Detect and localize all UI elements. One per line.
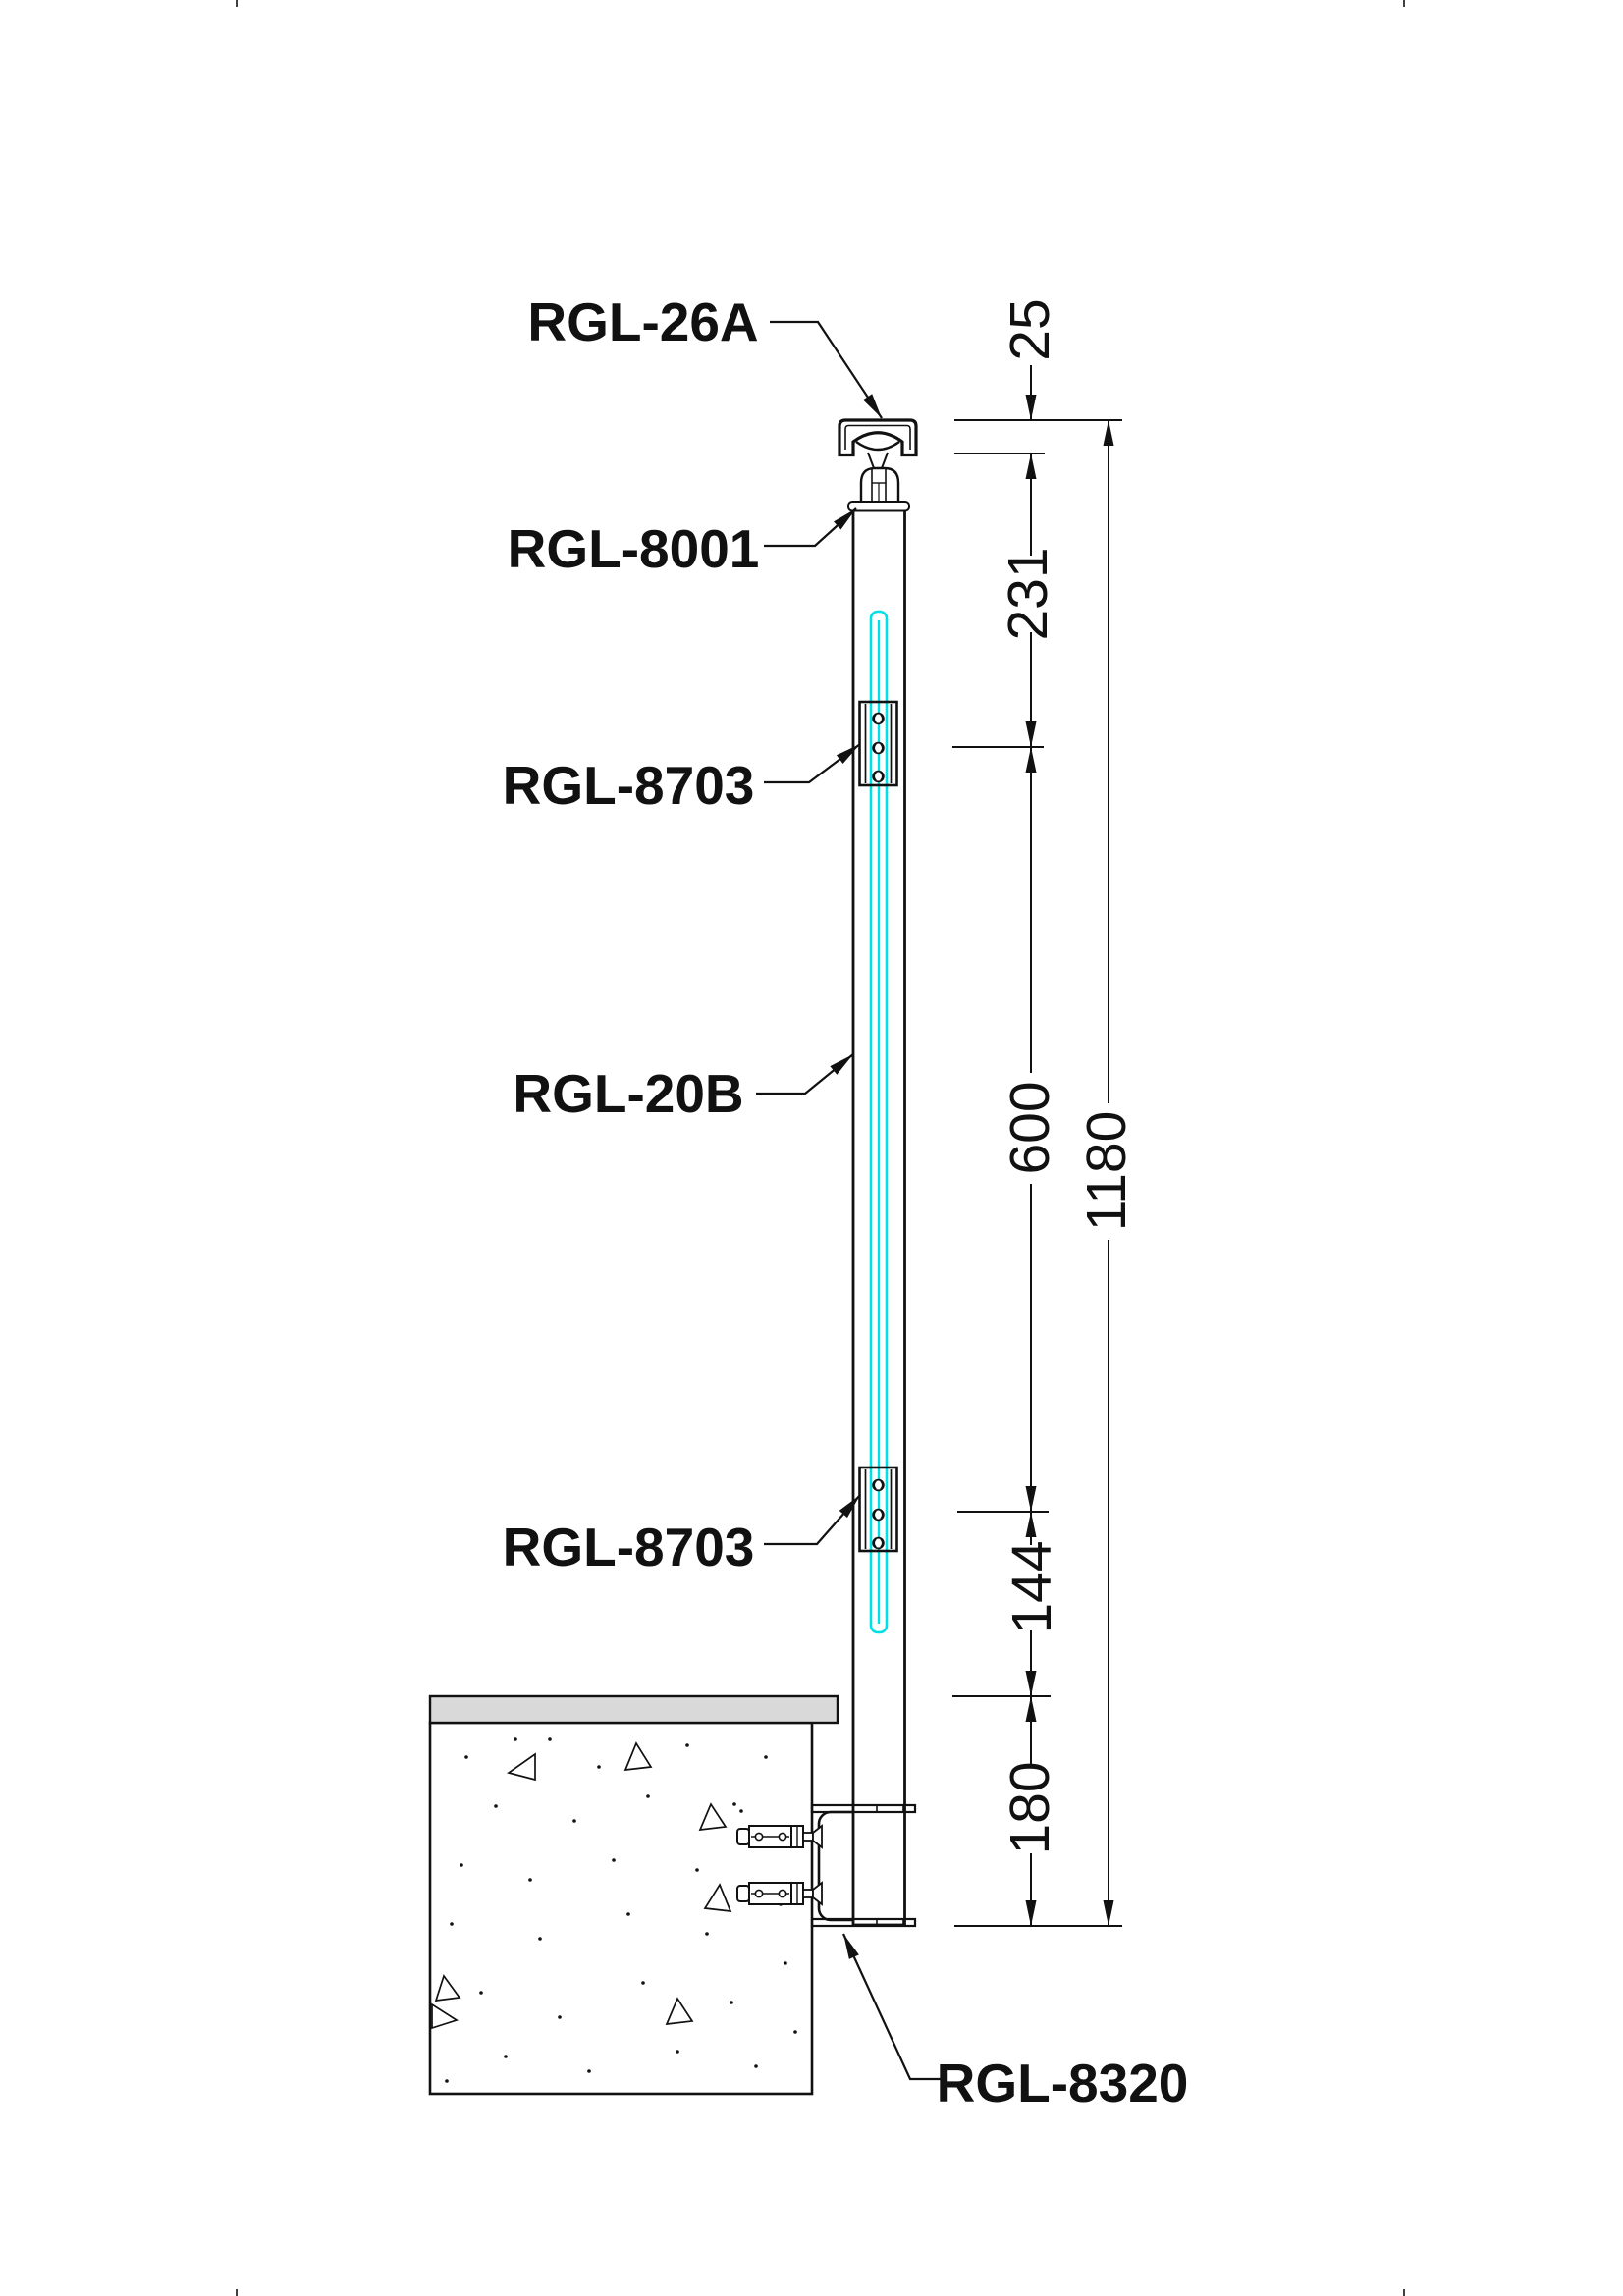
aggregate-dot xyxy=(784,1961,787,1965)
aggregate-dot xyxy=(572,1819,576,1823)
leader-line-rgl-20b xyxy=(756,1053,854,1095)
aggregate-dot xyxy=(460,1863,463,1867)
post-top-collar xyxy=(847,501,910,512)
aggregate-triangle xyxy=(434,1974,461,2002)
clamp-screws xyxy=(872,712,885,783)
concrete-slab xyxy=(428,1694,839,2096)
dimension-text-180: 180 xyxy=(999,1761,1061,1854)
dimension-arrow-180 xyxy=(1025,1696,1037,1722)
part-label-rgl-8703-upper: RGL-8703 xyxy=(503,755,755,816)
dimension-arrow-1180 xyxy=(1103,420,1114,446)
concrete-block xyxy=(428,1721,814,2096)
leader-arrow-rgl-20b xyxy=(830,1054,853,1075)
aggregate-dot xyxy=(646,1794,650,1798)
dimension-text-600: 600 xyxy=(999,1081,1061,1174)
leader-line-rgl-8703-upper xyxy=(764,743,861,784)
aggregate-dot xyxy=(730,2001,733,2004)
aggregate-dot xyxy=(538,1937,542,1941)
anchor-bolt-lower xyxy=(736,1881,823,1906)
part-label-rgl-20b: RGL-20B xyxy=(513,1063,743,1124)
aggregate-dot xyxy=(479,1991,483,1995)
leader-line-rgl-26a xyxy=(770,320,883,419)
leader-arrow-rgl-8001 xyxy=(834,508,856,530)
dimension-text-144: 144 xyxy=(1001,1540,1063,1633)
aggregate-dot xyxy=(597,1765,601,1769)
aggregate-dot xyxy=(641,1981,645,1985)
clamp-screws xyxy=(872,1478,885,1550)
aggregate-dot xyxy=(450,1922,454,1926)
aggregate-dot xyxy=(464,1755,468,1759)
dimension-arrow-144 xyxy=(1025,1671,1037,1696)
aggregate-dot xyxy=(445,2079,449,2083)
dimension-arrow-1180 xyxy=(1103,1900,1114,1926)
leader-arrow-rgl-8320 xyxy=(843,1934,859,1959)
dimension-text-231: 231 xyxy=(997,547,1059,640)
aggregate-dot xyxy=(548,1737,552,1741)
aggregate-triangle xyxy=(431,2002,459,2030)
dimension-arrow-25 xyxy=(1025,395,1037,420)
aggregate-dot xyxy=(558,2015,562,2019)
dimension-arrow-600 xyxy=(1025,1486,1037,1512)
leader-arrow-rgl-26a xyxy=(863,394,882,418)
aggregate-triangle xyxy=(623,1741,653,1772)
aggregate-dot xyxy=(504,2055,508,2058)
part-label-rgl-26a: RGL-26A xyxy=(527,292,758,352)
leader-line-rgl-8320 xyxy=(842,1933,945,2081)
saddle-stem xyxy=(867,452,889,469)
aggregate-dot xyxy=(739,1809,743,1813)
aggregate-dot xyxy=(732,1802,736,1806)
aggregate-triangle xyxy=(507,1752,536,1782)
aggregate-dot xyxy=(626,1912,630,1916)
saddle-seat-curve xyxy=(855,441,900,452)
aggregate-triangle xyxy=(665,1997,694,2026)
dimension-arrow-231 xyxy=(1025,721,1037,747)
dimension-text-25: 25 xyxy=(999,298,1061,360)
swivel-connector xyxy=(847,466,910,512)
aggregate-dot xyxy=(494,1804,498,1808)
dimension-arrow-144 xyxy=(1025,1512,1037,1537)
aggregate-dot xyxy=(705,1932,709,1936)
anchor-bolt-upper xyxy=(736,1824,823,1849)
aggregate-dot xyxy=(528,1878,532,1882)
dimension-layer: 25 231 600 144 180 1180 xyxy=(952,298,1138,1927)
aggregate-triangle xyxy=(703,1883,732,1913)
concrete-texture xyxy=(431,1737,797,2083)
leader-arrow-rgl-8703-lower xyxy=(839,1495,860,1519)
aggregate-dot xyxy=(754,2064,758,2068)
top-rail-saddle-cap xyxy=(838,418,918,469)
dimension-arrow-180 xyxy=(1025,1900,1037,1926)
dimension-arrow-600 xyxy=(1025,747,1037,773)
dimension-arrow-231 xyxy=(1025,454,1037,479)
wall-top-plate xyxy=(428,1694,839,1725)
aggregate-dot xyxy=(587,2069,591,2073)
glass-clamp-lower xyxy=(858,1466,898,1553)
aggregate-dot xyxy=(764,1755,768,1759)
part-label-rgl-8703-lower: RGL-8703 xyxy=(503,1517,755,1577)
aggregate-dot xyxy=(685,1743,689,1747)
glass-clamp-upper xyxy=(858,700,898,787)
aggregate-dot xyxy=(676,2050,679,2054)
aggregate-triangle xyxy=(698,1802,728,1832)
glass-panel xyxy=(869,610,889,1634)
aggregate-dot xyxy=(514,1737,517,1741)
aggregate-dot xyxy=(695,1868,699,1872)
part-label-layer: RGL-26ARGL-8001RGL-8703RGL-20BRGL-8703RG… xyxy=(503,292,1189,2113)
crop-mark-layer xyxy=(236,0,1405,2296)
part-label-rgl-8001: RGL-8001 xyxy=(508,518,760,579)
dimension-text-1180: 1180 xyxy=(1075,1111,1138,1232)
aggregate-dot xyxy=(793,2030,797,2034)
aggregate-dot xyxy=(612,1858,616,1862)
leader-line-rgl-8703-lower xyxy=(764,1494,861,1546)
bracket-flanges xyxy=(810,1803,917,1928)
leader-arrow-rgl-8703-upper xyxy=(836,744,860,764)
part-label-rgl-8320: RGL-8320 xyxy=(937,2053,1189,2113)
